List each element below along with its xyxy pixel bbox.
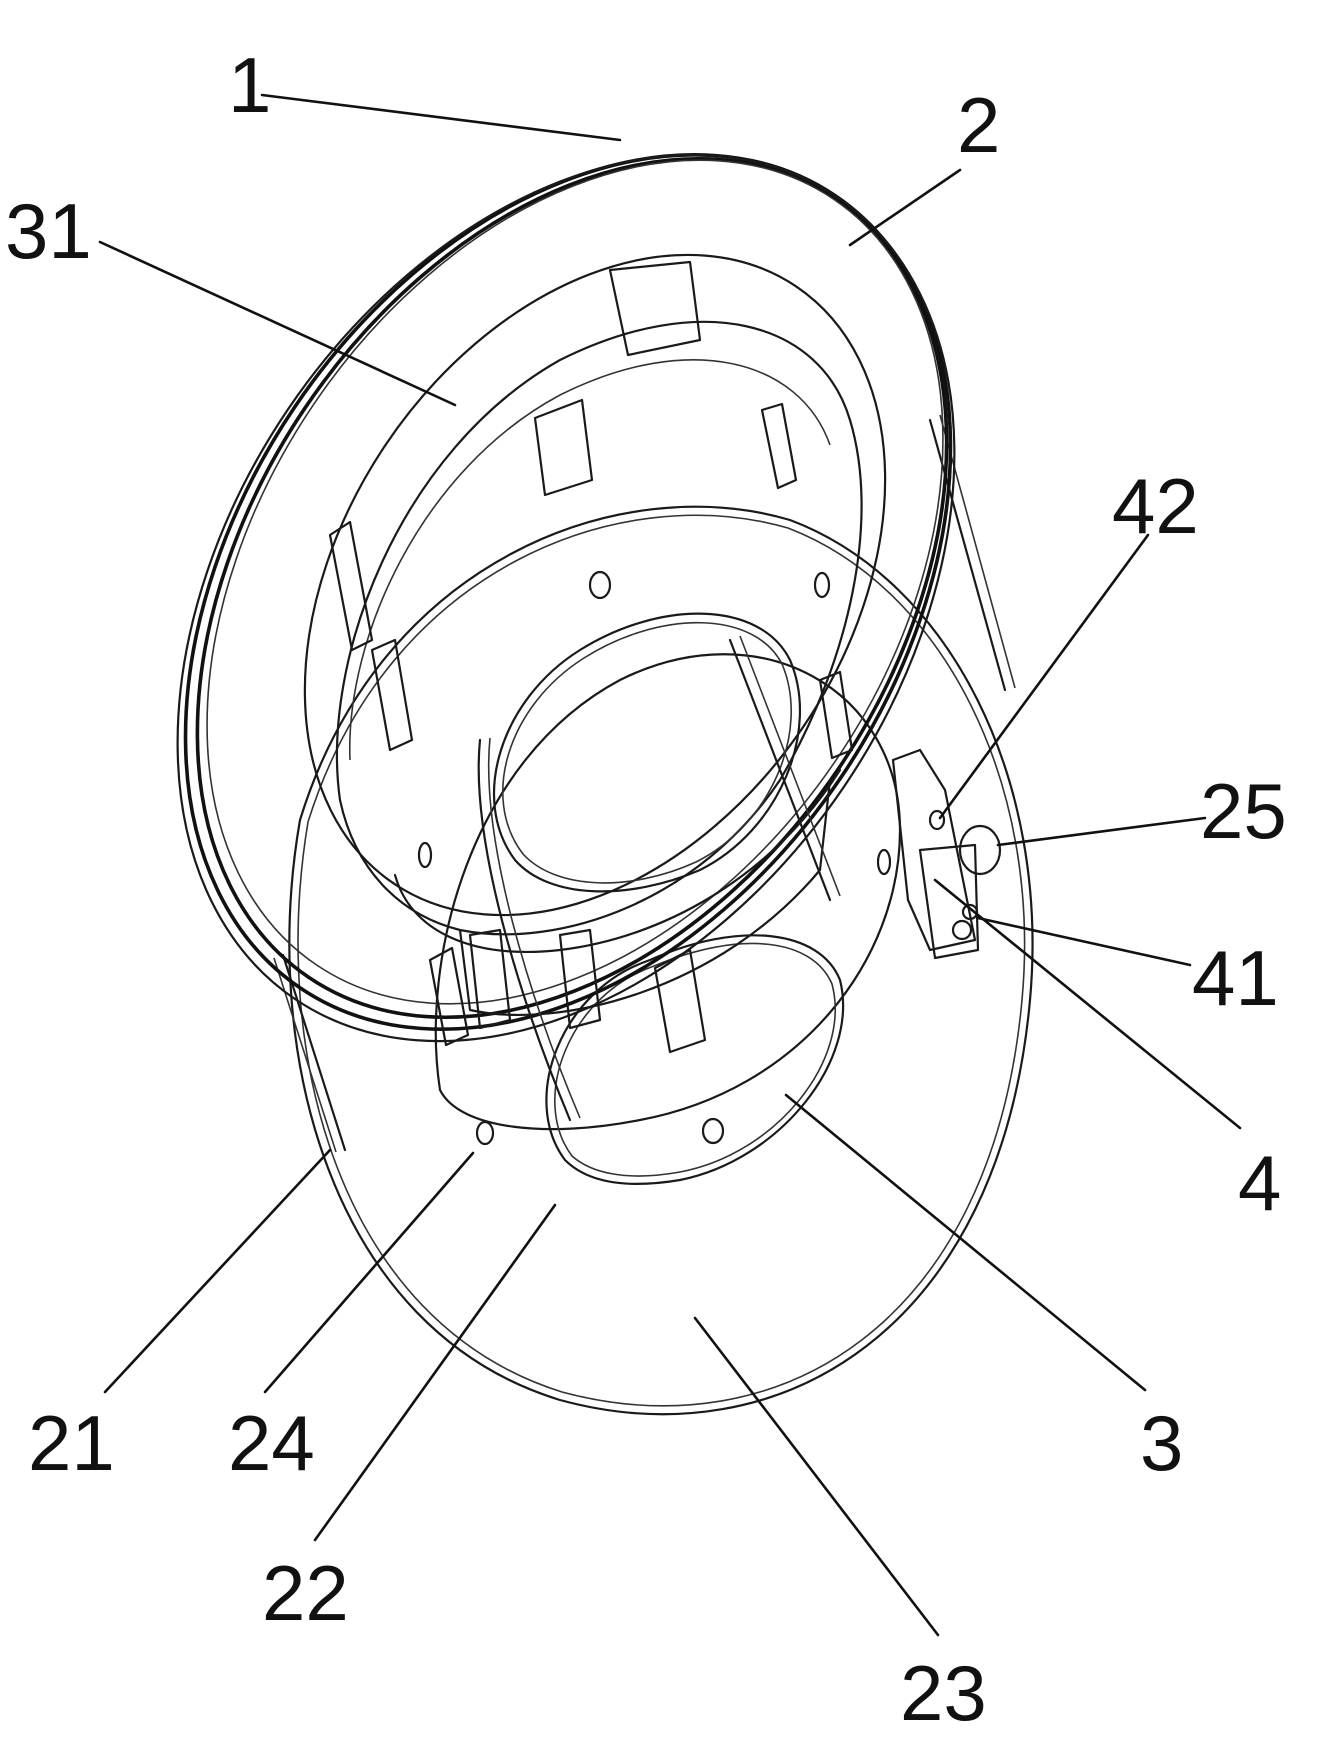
base-flange xyxy=(288,505,1034,1416)
annular-face xyxy=(303,253,887,917)
label-42: 42 xyxy=(1112,462,1199,550)
label-22: 22 xyxy=(262,1549,349,1637)
label-1: 1 xyxy=(228,41,271,129)
label-25: 25 xyxy=(1200,767,1287,855)
label-21: 21 xyxy=(28,1399,115,1487)
fasteners xyxy=(417,570,892,1146)
label-41: 41 xyxy=(1192,934,1279,1022)
outer-rim xyxy=(176,153,956,1043)
label-31: 31 xyxy=(5,187,92,275)
label-3: 3 xyxy=(1140,1399,1183,1487)
inner-cylinder xyxy=(328,260,863,1047)
reference-labels: 1 2 31 42 25 41 4 21 24 22 3 23 xyxy=(5,41,1287,1737)
leader-lines xyxy=(98,93,1242,1637)
bracket xyxy=(891,748,1002,960)
label-23: 23 xyxy=(900,1649,987,1737)
central-opening xyxy=(493,612,802,893)
cylinder-wall xyxy=(273,414,1016,1153)
label-4: 4 xyxy=(1238,1139,1281,1227)
label-24: 24 xyxy=(228,1399,315,1487)
label-2: 2 xyxy=(957,81,1000,169)
support-lines xyxy=(477,635,841,1122)
